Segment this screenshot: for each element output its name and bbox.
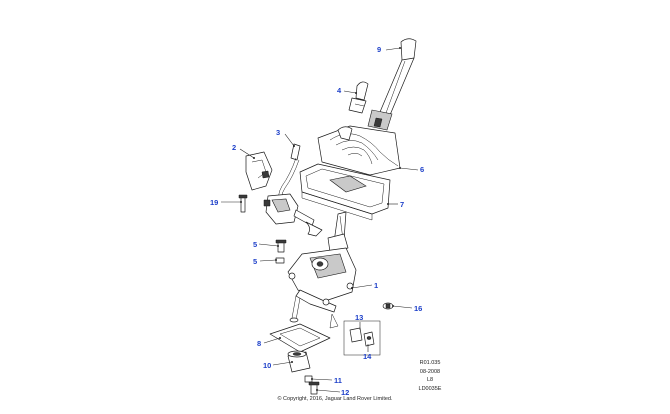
callout-4[interactable]: 4 xyxy=(337,86,342,95)
callout-11[interactable]: 11 xyxy=(334,376,342,385)
callout-8[interactable]: 8 xyxy=(257,339,261,348)
model-code: L8 xyxy=(426,377,434,384)
part-9-gear-knob xyxy=(367,38,417,131)
callout-2[interactable]: 2 xyxy=(232,143,236,152)
callout-16[interactable]: 16 xyxy=(414,304,422,313)
callout-6[interactable]: 6 xyxy=(420,165,424,174)
callout-5-lower[interactable]: 5 xyxy=(253,257,257,266)
callout-10[interactable]: 10 xyxy=(263,361,271,370)
callout-14[interactable]: 14 xyxy=(363,352,372,361)
callout-13[interactable]: 13 xyxy=(355,313,363,322)
callout-1[interactable]: 1 xyxy=(374,281,378,290)
part-4-knob xyxy=(348,81,369,114)
reference-date: 08-2008 xyxy=(419,368,441,375)
callout-7[interactable]: 7 xyxy=(400,200,404,209)
drawing-code: LD0035E xyxy=(418,385,442,392)
part-7-surround xyxy=(299,163,391,221)
callout-5-upper[interactable]: 5 xyxy=(253,240,257,249)
callout-9[interactable]: 9 xyxy=(377,45,381,54)
copyright-notice: © Copyright, 2016, Jaguar Land Rover Lim… xyxy=(277,396,393,402)
part-10-bushing xyxy=(287,350,311,373)
callout-19[interactable]: 19 xyxy=(210,198,218,207)
drawing-reference-block: R01.035 08-2008 L8 LD0035E xyxy=(400,359,460,393)
fasteners xyxy=(238,194,394,310)
callout-12[interactable]: 12 xyxy=(341,388,349,397)
part-11-12-bolts xyxy=(304,375,320,395)
part-13-14-kit xyxy=(343,320,381,356)
reference-number: R01.035 xyxy=(419,360,441,366)
part-1-selector-housing xyxy=(287,211,357,329)
leader-lines xyxy=(221,47,419,393)
callout-3[interactable]: 3 xyxy=(276,128,280,137)
part-2-bracket xyxy=(245,151,273,191)
part-8-gasket xyxy=(269,323,331,353)
linkage-assembly xyxy=(263,193,323,237)
